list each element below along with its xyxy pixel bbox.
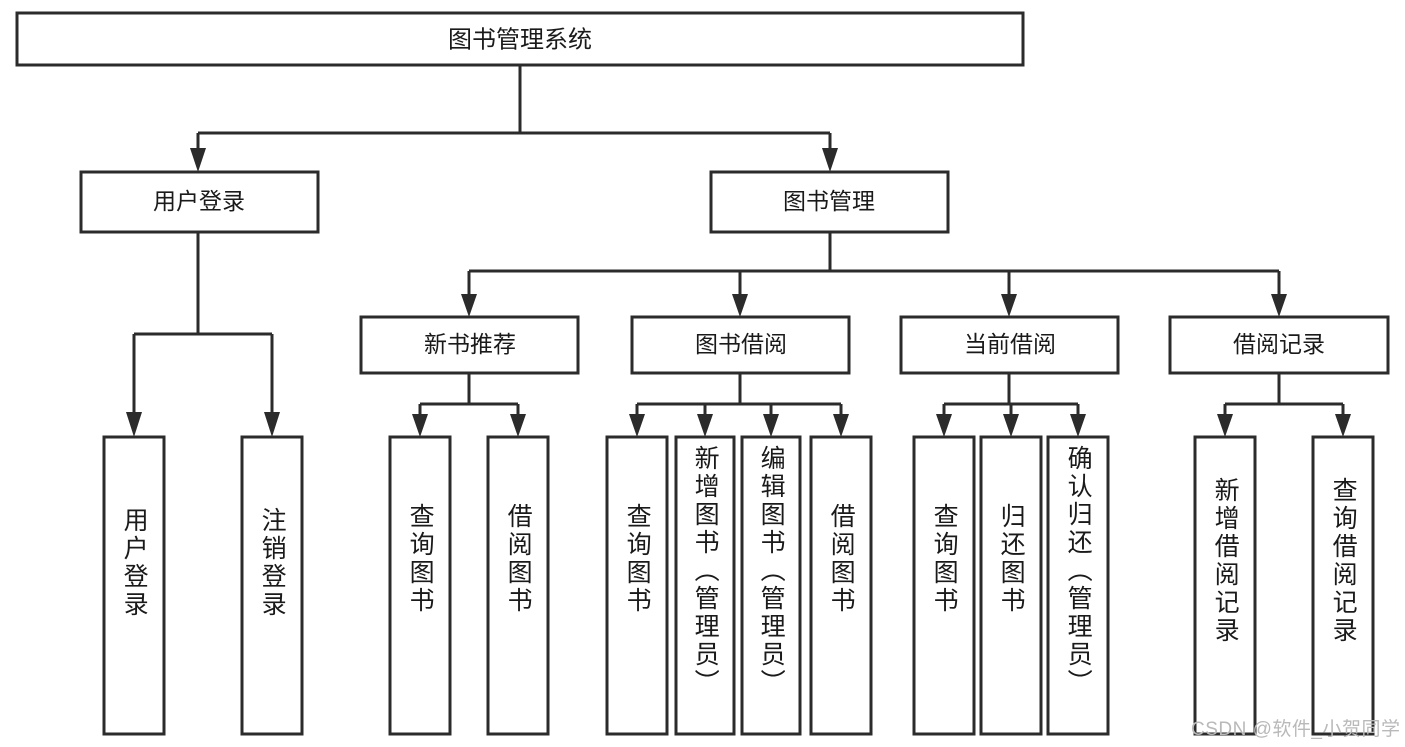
- leaf-box-query-book-3[interactable]: [912, 435, 976, 736]
- arrowhead-leaf-borrow-book-1: [510, 414, 526, 437]
- csdn-watermark: CSDN @软件_小贺同学: [1191, 719, 1401, 740]
- arrowhead-leaf-add-record: [1217, 414, 1233, 437]
- node-book-management-label: 图书管理: [783, 188, 875, 214]
- connectors-new-book-recommend-to-leaves: [412, 373, 526, 437]
- connectors-user-login-to-leaves: [126, 232, 280, 437]
- leaf-box-add-record[interactable]: [1193, 435, 1257, 736]
- node-user-login-box[interactable]: [79, 170, 320, 234]
- leaf-box-add-book[interactable]: [674, 435, 736, 736]
- node-user-login-label: 用户登录: [153, 188, 245, 214]
- node-borrow-record-label: 借阅记录: [1233, 331, 1325, 357]
- node-book-management-box[interactable]: [709, 170, 950, 234]
- arrowhead-user-login: [190, 148, 206, 172]
- leaf-box-borrow-book-2[interactable]: [809, 435, 873, 736]
- arrowhead-leaf-user-login: [126, 412, 142, 437]
- node-user-login[interactable]: 用户登录: [79, 170, 320, 234]
- leaf-box-query-book-1[interactable]: [388, 435, 452, 736]
- arrowhead-leaf-logout-login: [264, 412, 280, 437]
- node-current-borrow[interactable]: 当前借阅: [899, 315, 1120, 375]
- leaf-box-user-login[interactable]: [102, 435, 166, 736]
- leaf-box-confirm-return[interactable]: [1046, 435, 1110, 736]
- connectors-current-borrow-to-leaves: [936, 373, 1086, 437]
- node-current-borrow-label: 当前借阅: [964, 331, 1056, 357]
- connectors-book-management-to-level3: [461, 232, 1287, 317]
- arrowhead-leaf-edit-book: [763, 414, 779, 437]
- arrowhead-leaf-query-book-3: [936, 414, 952, 437]
- leaf-box-logout-login[interactable]: [240, 435, 304, 736]
- arrowhead-leaf-borrow-book-2: [833, 414, 849, 437]
- arrowhead-current-borrow: [1001, 294, 1017, 317]
- leaf-box-query-book-2[interactable]: [605, 435, 669, 736]
- node-current-borrow-box[interactable]: [899, 315, 1120, 375]
- node-borrow-record-box[interactable]: [1168, 315, 1390, 375]
- node-new-book-recommend-box[interactable]: [359, 315, 580, 375]
- node-book-management[interactable]: 图书管理: [709, 170, 950, 234]
- arrowhead-leaf-query-record: [1335, 414, 1351, 437]
- connectors-root-to-level2: [190, 65, 838, 172]
- arrowhead-book-management: [822, 148, 838, 172]
- node-root-label: 图书管理系统: [448, 26, 592, 53]
- connectors-book-borrow-to-leaves: [629, 373, 849, 437]
- node-book-borrow-label: 图书借阅: [695, 331, 787, 357]
- node-book-borrow-box[interactable]: [630, 315, 851, 375]
- arrowhead-leaf-query-book-1: [412, 414, 428, 437]
- node-book-borrow[interactable]: 图书借阅: [630, 315, 851, 375]
- arrowhead-leaf-return-book: [1003, 414, 1019, 437]
- arrowhead-borrow-record: [1271, 294, 1287, 317]
- node-new-book-recommend[interactable]: 新书推荐: [359, 315, 580, 375]
- connectors-borrow-record-to-leaves: [1217, 373, 1351, 437]
- arrowhead-leaf-confirm-return: [1070, 414, 1086, 437]
- arrowhead-new-book-recommend: [461, 294, 477, 317]
- leaf-box-borrow-book-1[interactable]: [486, 435, 550, 736]
- leaf-box-edit-book[interactable]: [740, 435, 802, 736]
- leaf-box-query-record[interactable]: [1311, 435, 1375, 736]
- node-root-box[interactable]: [15, 11, 1025, 67]
- arrowhead-leaf-add-book: [697, 414, 713, 437]
- node-borrow-record[interactable]: 借阅记录: [1168, 315, 1390, 375]
- node-root[interactable]: 图书管理系统: [15, 11, 1025, 67]
- leaf-box-return-book[interactable]: [979, 435, 1043, 736]
- arrowhead-leaf-query-book-2: [629, 414, 645, 437]
- arrowhead-book-borrow: [732, 294, 748, 317]
- node-new-book-recommend-label: 新书推荐: [424, 331, 516, 357]
